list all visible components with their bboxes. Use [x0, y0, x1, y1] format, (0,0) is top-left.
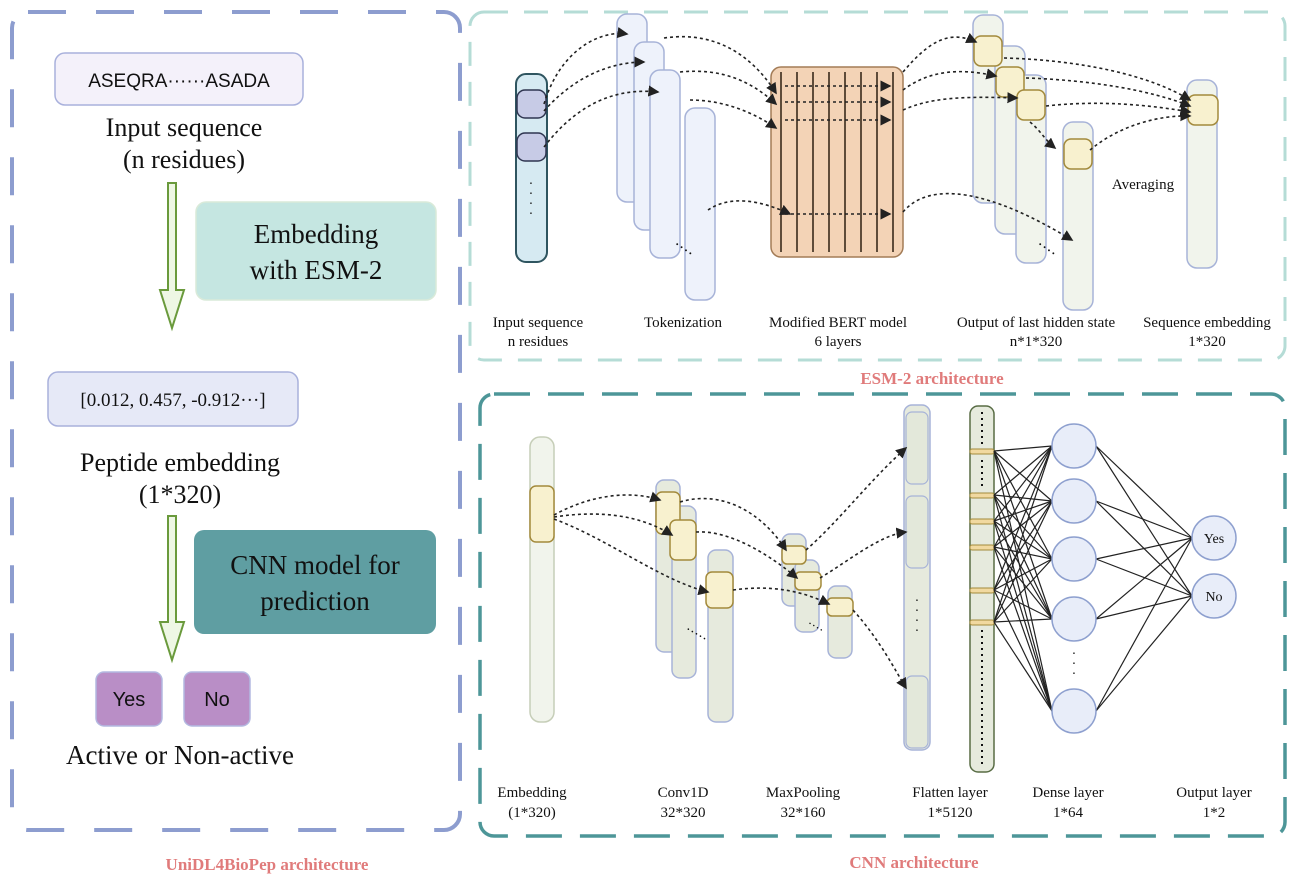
input-label-line2: (n residues)	[123, 145, 245, 174]
embedding-box	[195, 201, 437, 301]
svg-text:·: ·	[529, 187, 534, 202]
esm-label-input-line1: Input sequence	[493, 315, 584, 331]
flatten-dots: ·	[915, 594, 920, 609]
dense-input-units	[969, 448, 995, 626]
left-caption: UniDL4BioPep architecture	[166, 855, 369, 874]
down-arrow-1	[158, 182, 186, 332]
svg-text:·: ·	[1072, 667, 1077, 682]
flatten-column	[903, 404, 931, 751]
cnn-label-embedding-line1: Embedding	[497, 785, 567, 801]
cnn-model-box	[194, 530, 436, 634]
cnn-label-output-line2: 1*2	[1203, 805, 1226, 821]
cnn-box-line1: CNN model for	[230, 550, 399, 580]
dense-dots: ·	[1072, 647, 1077, 662]
dense-neurons	[1051, 423, 1097, 734]
peptide-label-line1: Peptide embedding	[80, 448, 280, 477]
yes-badge-text: Yes	[113, 689, 146, 711]
no-badge	[183, 671, 251, 727]
esm-connection-arrows	[543, 27, 1192, 241]
down-arrow-2	[158, 515, 186, 664]
cnn-label-embedding-line2: (1*320)	[508, 805, 556, 821]
output-yes-label: Yes	[1204, 532, 1224, 547]
cnn-label-pool-line2: 32*160	[781, 805, 826, 821]
esm-input-column	[515, 73, 548, 263]
input-sequence-text: ASEQRA······ASADA	[88, 71, 270, 92]
maxpooling-features	[781, 545, 854, 617]
cnn-label-flatten-line2: 1*5120	[928, 805, 973, 821]
yes-badge	[95, 671, 163, 727]
svg-text:·: ·	[1072, 657, 1077, 672]
cnn-panel-border	[478, 392, 1287, 838]
cnn-caption: CNN architecture	[849, 853, 979, 872]
esm-input-residue-1	[516, 89, 547, 119]
conv1d-features	[655, 491, 734, 609]
peptide-label-line2: (1*320)	[139, 480, 221, 509]
cnn-embedding-window	[529, 485, 555, 543]
no-badge-text: No	[204, 689, 230, 711]
output-neuron-no	[1191, 573, 1237, 619]
svg-text:·: ·	[915, 614, 920, 629]
token-columns	[616, 13, 716, 301]
esm-caption: ESM-2 architecture	[860, 369, 1004, 388]
cnn-label-dense-line1: Dense layer	[1032, 785, 1103, 801]
esm-label-hidden-line1: Output of last hidden state	[957, 315, 1116, 331]
cnn-label-flatten-line1: Flatten layer	[912, 785, 987, 801]
input-label-line1: Input sequence	[106, 113, 263, 142]
cnn-label-pool-line1: MaxPooling	[766, 785, 841, 801]
sequence-embedding-token	[1187, 94, 1219, 126]
averaging-label: Averaging	[1112, 177, 1175, 193]
cnn-box-line2: prediction	[260, 586, 370, 616]
esm-label-token-line1: Tokenization	[644, 315, 723, 331]
output-no-label: No	[1205, 590, 1222, 605]
bert-model-box	[770, 66, 904, 258]
esm-label-seqemb-line2: 1*320	[1188, 334, 1226, 350]
svg-text:·: ·	[915, 604, 920, 619]
esm-panel-border	[468, 10, 1287, 362]
cnn-connection-arrows	[553, 446, 908, 690]
esm-label-seqemb-line1: Sequence embedding	[1143, 315, 1271, 331]
svg-text:·: ·	[529, 207, 534, 222]
result-label: Active or Non-active	[66, 740, 294, 770]
cnn-label-output-line1: Output layer	[1176, 785, 1251, 801]
esm-input-dots: ·	[529, 177, 534, 192]
sequence-embedding-column	[1186, 79, 1218, 269]
dense-connections	[993, 445, 1193, 712]
esm-label-bert-line2: 6 layers	[814, 334, 861, 350]
embedding-box-line2: with ESM-2	[250, 255, 383, 285]
esm-label-bert-line1: Modified BERT model	[769, 315, 907, 331]
input-sequence-box	[54, 52, 304, 106]
cnn-embedding-column	[529, 436, 555, 723]
esm-input-residue-2	[516, 132, 547, 162]
cnn-label-dense-line2: 1*64	[1053, 805, 1084, 821]
vector-text: [0.012, 0.457, -0.912···]	[80, 390, 265, 411]
esm-label-input-line2: n residues	[508, 334, 569, 350]
vector-box	[47, 371, 299, 427]
output-neuron-yes	[1191, 515, 1237, 561]
hidden-state-tokens	[973, 35, 1093, 170]
cnn-label-conv-line2: 32*320	[661, 805, 706, 821]
cnn-label-conv-line1: Conv1D	[658, 785, 709, 801]
svg-text:·: ·	[529, 197, 534, 212]
esm-label-hidden-line2: n*1*320	[1010, 334, 1063, 350]
embedding-box-line1: Embedding	[254, 219, 378, 249]
left-panel-border	[10, 10, 462, 832]
svg-text:·: ·	[915, 624, 920, 639]
